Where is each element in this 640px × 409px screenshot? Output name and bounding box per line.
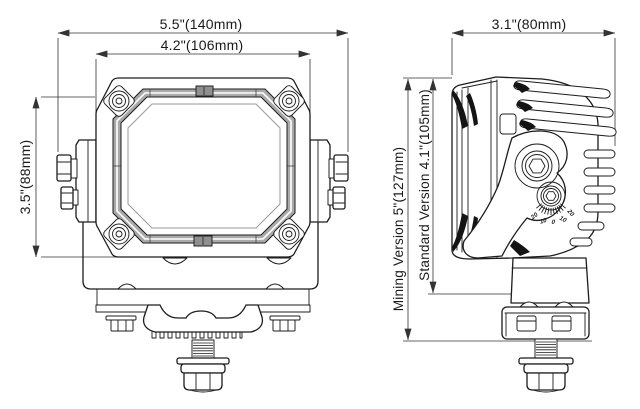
backplate-bump-right (265, 283, 285, 290)
dimension-front-lens-width: 4.2"(106mm) (95, 37, 311, 112)
bracket-bolt-right (269, 315, 301, 332)
front-nut (183, 372, 223, 391)
screw-top-left (103, 85, 135, 117)
lens-inner-line (127, 103, 281, 229)
housing-bottom-tab-left (162, 257, 188, 265)
bracket-serration (151, 331, 243, 339)
bracket-bolt-left (105, 315, 137, 332)
front-view: 5.5"(140mm) 4.2"(106mm) 3.5"(88mm) (17, 16, 349, 393)
screw-top-right (273, 85, 305, 117)
svg-text:20: 20 (565, 207, 576, 218)
screw-bottom-left (103, 218, 135, 250)
side-view: 3.1"(80mm) Mining Version 5"(127mm) Stan… (391, 16, 617, 393)
svg-text:20: 20 (529, 211, 540, 222)
svg-text:0: 0 (551, 219, 556, 226)
backplate-bump-left (117, 283, 137, 290)
side-bracket-arm: 20 10 0 10 20 (462, 130, 576, 259)
front-mount-bracket (95, 304, 311, 339)
dimension-standard-height: Standard Version 4.1"(105mm) (417, 78, 515, 295)
pivot-bolt-small (540, 185, 562, 207)
svg-text:10: 10 (539, 217, 548, 226)
pivot-bolt-large (521, 150, 553, 182)
dimension-front-total-width: 5.5"(140mm) (57, 16, 349, 152)
angle-scale-ticks (536, 203, 566, 215)
dim-label-depth: 3.1"(80mm) (492, 16, 567, 32)
side-clip-tab (499, 113, 517, 135)
side-nut (526, 372, 566, 391)
housing-bottom-tab-right (266, 257, 292, 265)
side-mount-base (501, 257, 590, 340)
side-nut-flange (523, 363, 569, 374)
frame-clip-bottom (193, 235, 213, 247)
dim-label-mining: Mining Version 5"(127mm) (391, 147, 406, 312)
dim-label-height: 3.5"(88mm) (17, 140, 33, 215)
front-right-connectors (327, 154, 349, 210)
side-washer (518, 357, 574, 365)
front-left-ear (75, 139, 97, 223)
front-left-connectors (56, 154, 79, 210)
front-housing-body (95, 77, 311, 258)
bracket-strap (142, 304, 264, 333)
front-right-ear (309, 139, 331, 223)
front-nut-flange (180, 363, 226, 374)
dim-label-standard: Standard Version 4.1"(105mm) (417, 89, 432, 281)
svg-text:10: 10 (558, 215, 568, 225)
frame-clip-top (195, 85, 214, 97)
front-washer (176, 357, 230, 365)
front-corner-screws (103, 85, 305, 250)
dimension-front-height: 3.5"(88mm) (17, 96, 117, 258)
front-housing-backplate (82, 139, 319, 306)
angle-scale-labels: 20 10 0 10 20 (529, 207, 576, 226)
dimension-side-depth: 3.1"(80mm) (451, 16, 616, 146)
dim-label-total-width: 5.5"(140mm) (160, 16, 243, 32)
dimension-mining-height: Mining Version 5"(127mm) (391, 77, 592, 342)
side-stud-nut (518, 338, 574, 393)
screw-bottom-right (273, 218, 305, 250)
dim-label-lens-width: 4.2"(106mm) (161, 37, 244, 53)
front-stud-nut (176, 339, 230, 393)
heatsink-fins (510, 80, 617, 256)
